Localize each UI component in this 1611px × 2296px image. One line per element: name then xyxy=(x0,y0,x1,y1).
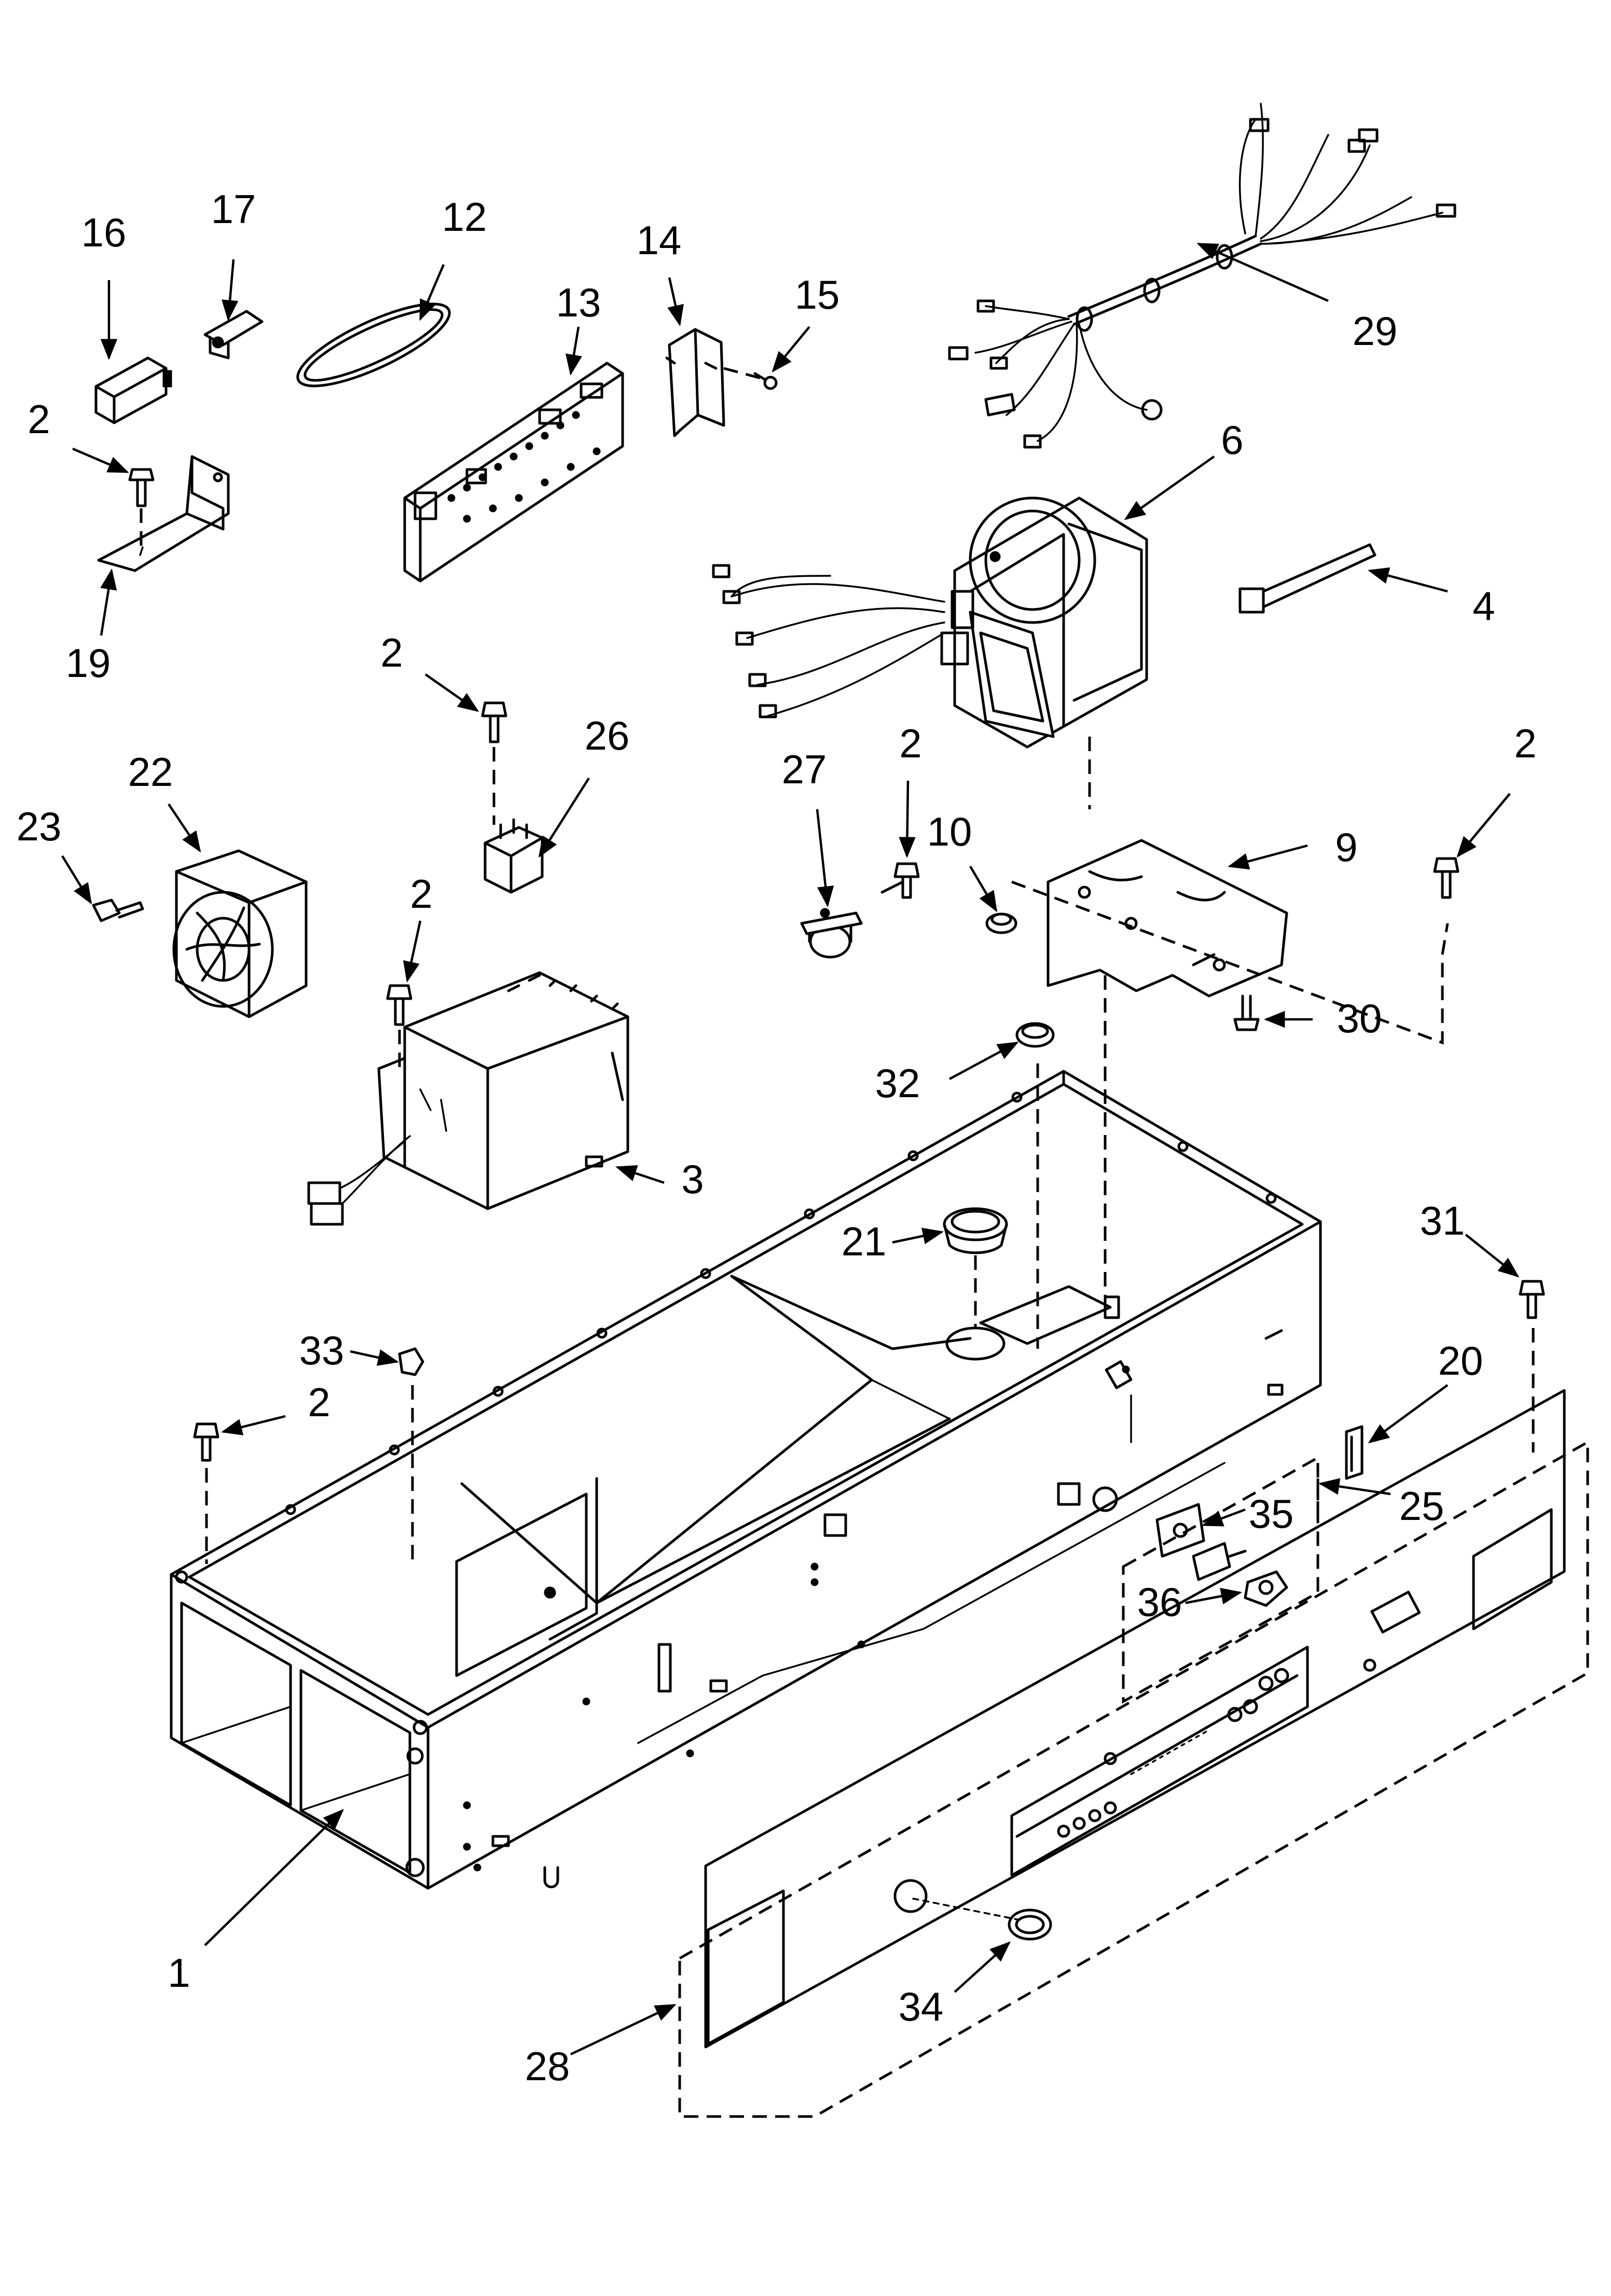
callout-14: 14 xyxy=(637,217,682,263)
callout-labels: 16 17 12 13 14 15 2 19 29 6 4 2 26 22 23… xyxy=(17,186,1537,2089)
callout-12: 12 xyxy=(442,194,487,240)
callout-1: 1 xyxy=(168,1950,190,1996)
knob-34 xyxy=(1008,1908,1052,1941)
screw-2a xyxy=(128,468,155,550)
fan-22 xyxy=(172,849,308,1018)
callout-27: 27 xyxy=(782,746,827,792)
part-17 xyxy=(203,310,264,359)
part-16 xyxy=(94,356,172,424)
screw-2b xyxy=(481,701,507,825)
screw-31 xyxy=(1519,1280,1545,1453)
callout-10: 10 xyxy=(927,809,972,854)
callout-2-e: 2 xyxy=(410,871,432,917)
clip-33 xyxy=(398,1347,424,1567)
callout-13: 13 xyxy=(556,280,601,325)
callout-19: 19 xyxy=(66,640,111,686)
control-panel-assembly xyxy=(678,1389,1589,2118)
callout-17: 17 xyxy=(211,186,256,232)
callout-4: 4 xyxy=(1472,583,1495,629)
switch-enclosure xyxy=(1122,1455,1319,1704)
motor-assembly xyxy=(712,496,1148,809)
callout-3: 3 xyxy=(681,1156,704,1202)
part-20 xyxy=(1345,1425,1364,1480)
relay-26 xyxy=(484,818,544,894)
callout-2-b: 2 xyxy=(380,630,403,675)
callout-21: 21 xyxy=(842,1219,887,1264)
callout-2-c: 2 xyxy=(899,721,921,766)
plate-9 xyxy=(1011,839,1449,1045)
callout-33: 33 xyxy=(299,1327,345,1373)
screw-23 xyxy=(92,898,144,922)
callout-36: 36 xyxy=(1137,1579,1182,1625)
callout-30: 30 xyxy=(1337,995,1382,1041)
callout-25: 25 xyxy=(1399,1483,1444,1529)
callout-26: 26 xyxy=(585,713,630,758)
thermostat-27 xyxy=(800,908,863,959)
callout-31: 31 xyxy=(1420,1198,1465,1243)
callout-32: 32 xyxy=(875,1060,920,1106)
callout-2-f: 2 xyxy=(308,1379,330,1425)
rim-holes xyxy=(285,1091,1277,1515)
callout-22: 22 xyxy=(128,749,173,795)
screw-2c xyxy=(386,984,412,1069)
cable-tie xyxy=(1238,543,1376,614)
bracket-14 xyxy=(665,328,725,437)
wiring-harness xyxy=(948,103,1456,449)
grommet-21 xyxy=(943,1207,1008,1328)
screw-2e xyxy=(1433,857,1459,899)
callout-35: 35 xyxy=(1249,1491,1294,1537)
callout-6: 6 xyxy=(1221,417,1243,463)
callout-9: 9 xyxy=(1335,824,1357,870)
bracket-19 xyxy=(97,455,230,572)
cabinet-base xyxy=(170,1070,1322,1890)
belt-12 xyxy=(296,302,451,388)
callout-15: 15 xyxy=(795,272,840,317)
leader-lines xyxy=(61,242,1520,2056)
callout-23: 23 xyxy=(17,804,62,849)
callout-2-a: 2 xyxy=(27,396,50,442)
callout-20: 20 xyxy=(1438,1338,1483,1384)
callout-28: 28 xyxy=(525,2043,570,2089)
screw-2f xyxy=(193,1422,219,1564)
callout-16: 16 xyxy=(81,210,127,255)
power-unit-3 xyxy=(307,971,629,1226)
control-board-13 xyxy=(403,362,624,583)
screw-2d xyxy=(880,862,920,899)
callout-2-d: 2 xyxy=(1514,721,1536,766)
screw-30 xyxy=(1233,994,1260,1031)
screw-15 xyxy=(723,367,778,390)
grommet-10 xyxy=(985,912,1017,934)
grommet-32 xyxy=(1015,1022,1055,1048)
callout-34: 34 xyxy=(899,1984,944,2029)
callout-29: 29 xyxy=(1353,308,1398,354)
